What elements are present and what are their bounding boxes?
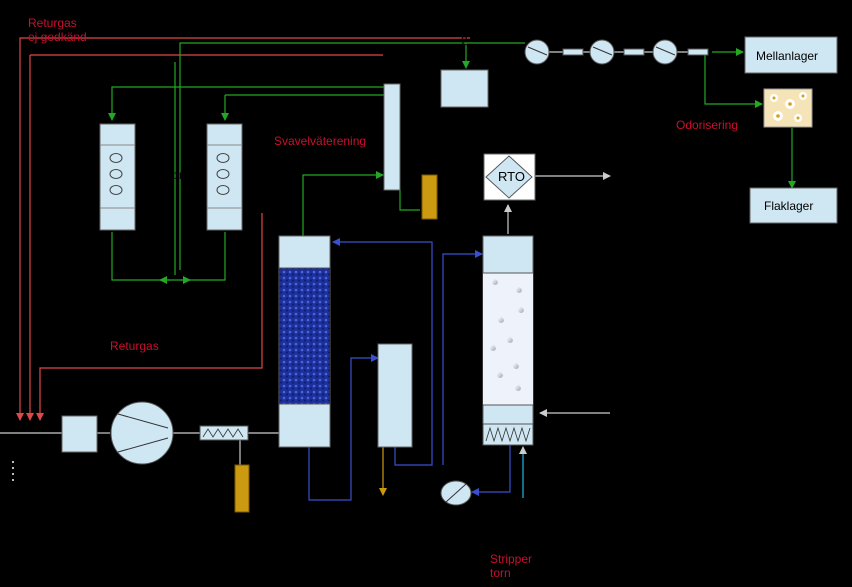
- ms1-item-1: Flöde: [736, 279, 766, 293]
- gas-dryer-2: [206, 123, 243, 231]
- ms1-item-2: Metan: [736, 293, 769, 307]
- flask-storage: [749, 187, 838, 224]
- labels: Returgas ej godkänd Behandlad gas 97 % m…: [28, 2, 818, 580]
- ms2-item-2: Metan: [736, 424, 769, 438]
- water-lines: [308, 238, 511, 501]
- tick-marks: [12, 461, 14, 481]
- fresh-water-label: Färskvatten in: [533, 485, 608, 499]
- intermediate-storage: [744, 36, 838, 74]
- condenser-bottom-label-1: Kondens-: [208, 525, 259, 539]
- regen-gas-label-2: gas från torrk: [30, 80, 102, 94]
- luft-in-label: Luft in: [624, 405, 657, 419]
- treated-gas-label: Behandlad gas 97 % metan: [182, 19, 329, 33]
- flash-label-2: tank: [374, 566, 398, 580]
- cooler-strip-label: Kylare: [557, 428, 591, 442]
- high-pressure-compressors: [524, 39, 709, 65]
- cooler-top-label: Kylare: [611, 86, 645, 100]
- ms1-header: Mätstation 1:: [736, 249, 805, 263]
- title-line-1: Uppgraderingen och: [585, 529, 784, 554]
- flash-label-1: Flash: [374, 552, 403, 566]
- stripper-label-1: Stripper: [490, 552, 532, 566]
- ms2-header: Mätstation 2:: [736, 381, 805, 395]
- scrubber-label-2: torn: [290, 566, 311, 580]
- flash-tank: [377, 343, 413, 448]
- renad-gas-label: Renad våt gas: [195, 71, 272, 85]
- ms2-item-1: Flöde: [736, 410, 766, 424]
- measuring-station-2: [440, 69, 489, 108]
- ms1-label-2: station: [63, 490, 98, 504]
- co2-ut-label: CO₂ ut: [623, 165, 660, 179]
- hp-compressor-label-1: Högtrycks-: [566, 2, 623, 16]
- gas-lines: [108, 42, 796, 284]
- returgas-label: Returgas: [110, 339, 159, 353]
- misc-flows: [0, 172, 611, 498]
- mellanlager-label: Mellanlager: [756, 49, 818, 63]
- svavelvateredning-label: Svavelväterening: [274, 134, 366, 148]
- ms1-label-3: 1: [75, 504, 82, 518]
- cooler-left-label: Kylare: [202, 393, 236, 407]
- rto-diamond: [485, 155, 533, 199]
- scrubber-tower: [278, 235, 331, 448]
- ms2-item-5: Daggpunkt: [736, 466, 795, 480]
- hp-compressor-label-2: kompressorer: [566, 16, 639, 30]
- pump: [440, 480, 472, 506]
- rto-label: RTO: [498, 169, 525, 184]
- compressor: [110, 401, 174, 465]
- gas-dryer-1: [99, 123, 136, 231]
- svg-text:Returgas: Returgas: [28, 16, 77, 30]
- water-treatment-label: Vatten till behandling: [302, 516, 413, 530]
- matstation2-label-1: Mätstation: [433, 19, 488, 33]
- pump-label: Pump: [436, 516, 468, 530]
- condenser-trap-bottom: [234, 464, 250, 513]
- condenser-bottom-label-2: fälla: [208, 539, 230, 553]
- ms1-label-1: Mät-: [63, 476, 87, 490]
- ms2-item-4: Svavelväte: [736, 452, 795, 466]
- gastork-label: Gastork: [147, 168, 190, 182]
- title-line-2: högtryckssystemet: [593, 554, 775, 579]
- condenser-top-label-2: fälla: [420, 147, 442, 161]
- ms2-item-3: Koldioxid: [736, 438, 785, 452]
- stripper-tower: [482, 235, 534, 446]
- condenser-trap-top: [421, 174, 438, 220]
- flaklager-label: Flaklager: [764, 199, 813, 213]
- carbon-filter: [383, 83, 401, 191]
- compressor-label-2: 10 bar: [131, 504, 165, 518]
- compressor-label-1: Kompressor: [113, 490, 178, 504]
- regen-gas-label-1: Regenererad: [30, 66, 100, 80]
- measuring-station-1: [61, 415, 98, 453]
- matstation2-label-2: 2: [461, 34, 468, 48]
- kolfilter-label: Kolfilter: [308, 116, 348, 130]
- svg-text:ej godkänd: ej godkänd: [28, 30, 87, 44]
- returgas-ej-godkand-1: Returgas: [28, 16, 77, 30]
- odorisering-label: Odorisering: [676, 118, 738, 132]
- returgas-ej-godkand-2: ej godkänd: [28, 30, 87, 44]
- return-gas-lines: [16, 37, 470, 421]
- stripper-label-2: torn: [490, 566, 511, 580]
- scrubber-label-1: Scrubber: [290, 552, 339, 566]
- ms1-item-3: Syre: [736, 307, 761, 321]
- condenser-top-label-1: Kondens-: [420, 133, 471, 147]
- ms1-item-4: Svavelväte: [736, 321, 795, 335]
- cooler-left: [199, 425, 249, 441]
